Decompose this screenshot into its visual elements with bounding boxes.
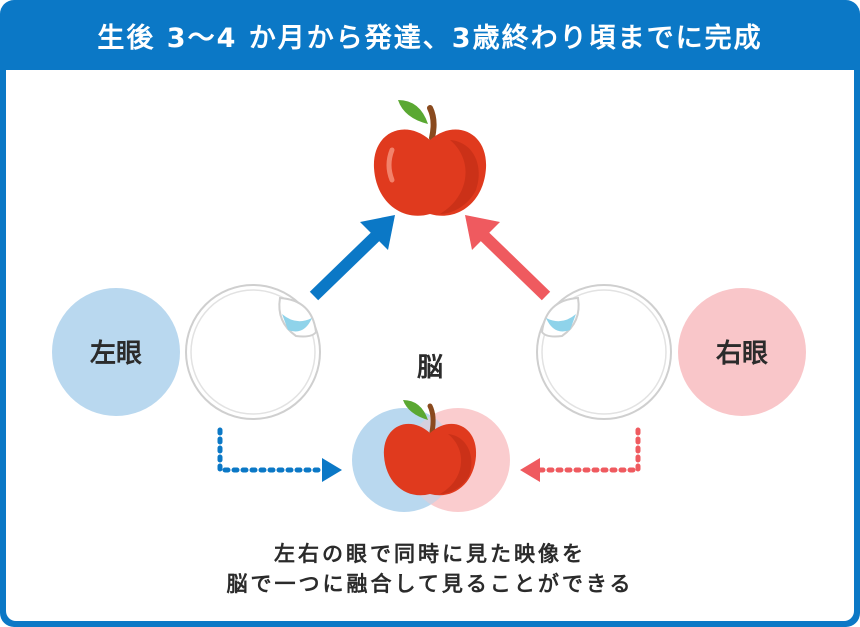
right-eyeball-icon <box>536 284 672 420</box>
left-signal-path <box>217 427 342 482</box>
left-arrow-up <box>309 215 395 301</box>
right-eye-label: 右眼 <box>716 339 768 369</box>
right-signal-path <box>520 427 641 482</box>
right-arrow-up <box>465 215 551 301</box>
caption-line-2: 脳で一つに融合して見ることができる <box>226 572 634 596</box>
left-eye-badge <box>52 288 180 416</box>
header-title: 生後 3〜4 か月から発達、3歳終わり頃までに完成 <box>97 22 763 54</box>
apple-top-icon <box>373 100 487 216</box>
right-eye-badge <box>678 288 806 416</box>
brain-label: 脳 <box>416 353 443 383</box>
apple-fused-icon <box>383 400 477 496</box>
caption-line-1: 左右の眼で同時に見た映像を <box>274 542 586 566</box>
left-eyeball-icon <box>185 284 321 420</box>
left-eye-label: 左眼 <box>90 339 142 369</box>
